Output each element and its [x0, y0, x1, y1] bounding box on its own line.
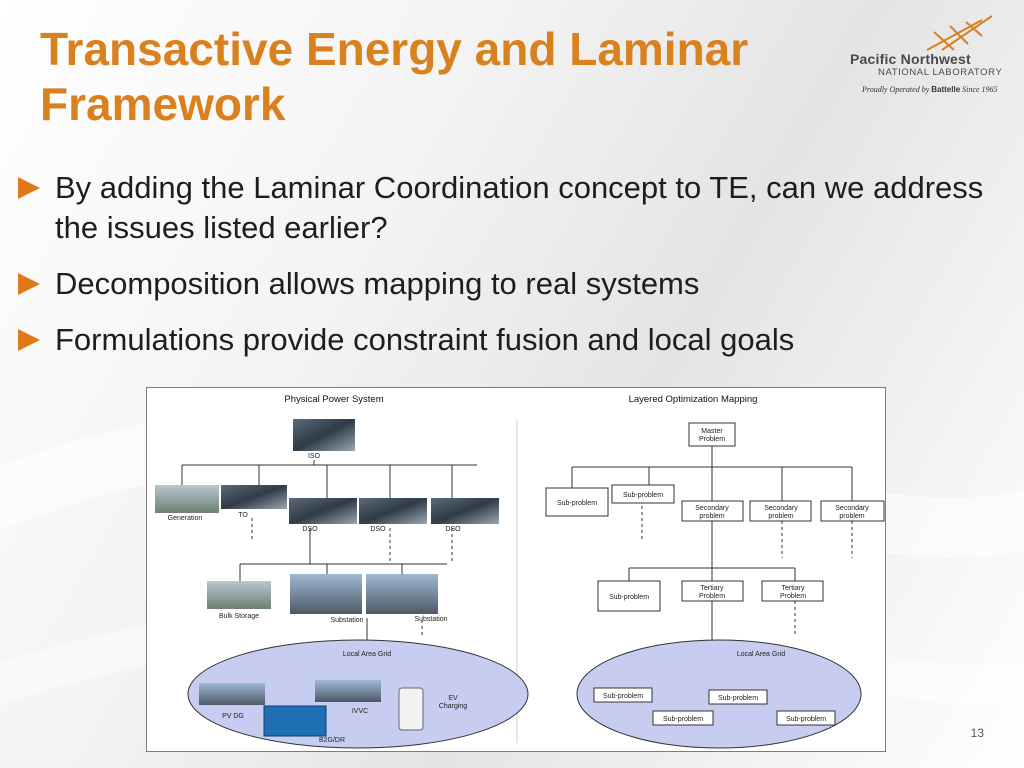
dso-label-2: DSO — [370, 526, 386, 533]
bullet-arrow-icon — [18, 177, 40, 199]
ivvc-image — [315, 680, 381, 702]
svg-text:Problem: Problem — [780, 593, 806, 600]
charging-label: Charging — [439, 703, 468, 710]
slide-title: Transactive Energy and Laminar Framework — [40, 23, 749, 130]
dso-image-1 — [289, 498, 357, 524]
dso-image-2 — [359, 498, 427, 524]
ev-charger-image — [398, 687, 424, 731]
substation-image-1 — [290, 574, 362, 614]
transmission-operator-image — [221, 485, 287, 509]
dso-label-3: DSO — [445, 526, 461, 533]
svg-text:Master: Master — [701, 428, 723, 435]
subproblem-box: Sub-problem — [708, 689, 768, 705]
logo-mark-icon — [926, 15, 993, 51]
physical-dashed-lines — [251, 518, 453, 638]
svg-text:Secondary: Secondary — [835, 505, 869, 512]
bullet-item: By adding the Laminar Coordination conce… — [18, 168, 1018, 248]
subproblem-box: Sub-problem — [545, 487, 609, 517]
dso-label-1: DSO — [302, 526, 318, 533]
svg-text:Tertiary: Tertiary — [701, 585, 724, 592]
optimization-local-area-grid-label: Local Area Grid — [737, 651, 785, 658]
secondary-problem-box: Secondary problem — [820, 500, 885, 522]
bullet-text: Formulations provide constraint fusion a… — [55, 322, 795, 357]
subproblem-box: Sub-problem — [652, 710, 714, 726]
iso-control-room-image — [293, 419, 355, 451]
svg-text:Sub-problem: Sub-problem — [609, 594, 649, 601]
bullet-item: Decomposition allows mapping to real sys… — [18, 264, 1018, 304]
subproblem-box: Sub-problem — [597, 580, 661, 612]
svg-text:problem: problem — [839, 513, 864, 520]
svg-text:Sub-problem: Sub-problem — [663, 716, 703, 723]
ev-label: EV — [448, 695, 458, 702]
substation-label-2: Substation — [414, 616, 447, 623]
svg-text:Problem: Problem — [699, 593, 725, 600]
dso-image-3 — [431, 498, 499, 524]
svg-text:Secondary: Secondary — [695, 505, 729, 512]
generation-plant-image — [155, 485, 219, 513]
to-label: TO — [238, 512, 248, 519]
svg-text:problem: problem — [699, 513, 724, 520]
svg-text:Tertiary: Tertiary — [782, 585, 805, 592]
physical-local-area-grid-label: Local Area Grid — [343, 651, 391, 658]
secondary-problem-box: Secondary problem — [681, 500, 744, 522]
svg-text:Sub-problem: Sub-problem — [718, 695, 758, 702]
bullet-text: Decomposition allows mapping to real sys… — [55, 266, 700, 301]
subproblem-box: Sub-problem — [593, 687, 653, 703]
subproblem-box: Sub-problem — [611, 484, 675, 504]
generation-label: Generation — [168, 515, 203, 522]
svg-text:Sub-problem: Sub-problem — [786, 716, 826, 723]
svg-text:Sub-problem: Sub-problem — [623, 492, 663, 499]
svg-text:Secondary: Secondary — [764, 505, 798, 512]
svg-text:Problem: Problem — [699, 436, 725, 443]
page-number: 13 — [970, 726, 984, 740]
ivvc-label: IVVC — [352, 708, 368, 715]
pv-dg-label: PV DG — [222, 713, 244, 720]
bullet-arrow-icon — [18, 329, 40, 351]
substation-label-1: Substation — [330, 617, 363, 624]
bullet-text: By adding the Laminar Coordination conce… — [55, 170, 984, 245]
b2g-dr-image — [263, 705, 327, 737]
bullet-item: Formulations provide constraint fusion a… — [18, 320, 1018, 360]
bulk-storage-image — [207, 581, 271, 609]
logo-tagline: Proudly Operated by Battelle Since 1965 — [862, 85, 998, 94]
tertiary-problem-box: Tertiary Problem — [681, 580, 744, 602]
logo-name: Pacific Northwest — [850, 51, 971, 67]
svg-text:Sub-problem: Sub-problem — [557, 500, 597, 507]
bullet-arrow-icon — [18, 273, 40, 295]
secondary-problem-box: Secondary problem — [749, 500, 812, 522]
laminar-diagram: Physical Power System ISO — [146, 387, 886, 752]
iso-label: ISO — [308, 453, 321, 460]
bulk-storage-label: Bulk Storage — [219, 613, 259, 620]
svg-text:problem: problem — [768, 513, 793, 520]
svg-text:Sub-problem: Sub-problem — [603, 693, 643, 700]
b2g-dr-label: B2G/DR — [319, 737, 345, 744]
pv-dg-image — [199, 683, 265, 705]
master-problem-box: Master Problem — [688, 422, 736, 447]
optimization-dashed-lines — [641, 506, 853, 636]
diagram-canvas: Physical Power System ISO — [155, 394, 885, 749]
subproblem-box: Sub-problem — [776, 710, 836, 726]
physical-heading: Physical Power System — [284, 394, 383, 405]
logo-subname: NATIONAL LABORATORY — [878, 67, 1003, 78]
tertiary-problem-box: Tertiary Problem — [761, 580, 824, 602]
substation-image-2 — [366, 574, 438, 614]
pnnl-logo: Pacific Northwest NATIONAL LABORATORY Pr… — [842, 14, 1018, 100]
bullet-list: By adding the Laminar Coordination conce… — [18, 168, 1018, 376]
optimization-heading: Layered Optimization Mapping — [629, 394, 758, 405]
